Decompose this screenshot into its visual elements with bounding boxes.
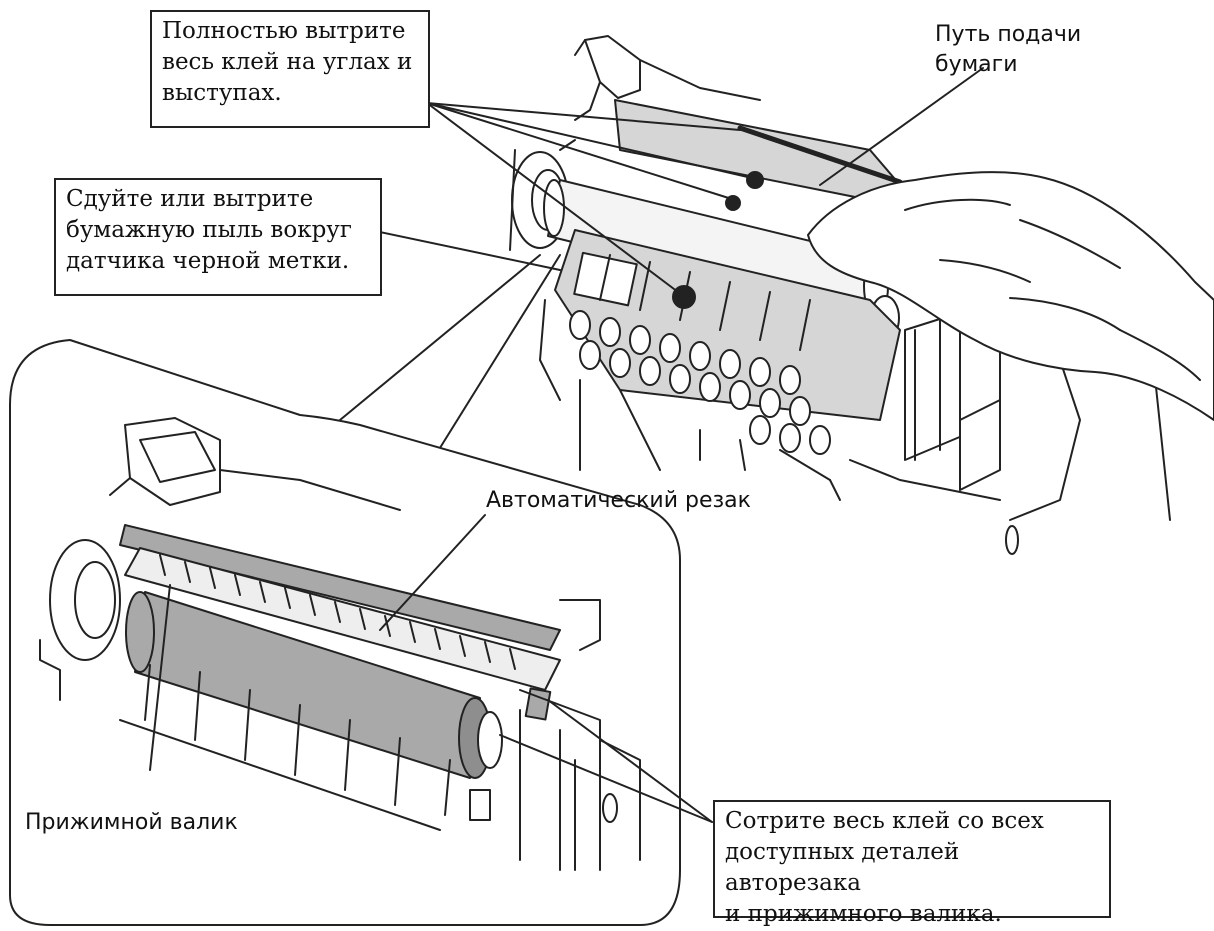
- callout-dust-sensor: Сдуйте или вытрите бумажную пыль вокруг …: [54, 178, 382, 296]
- label-auto-cutter: Автоматический резак: [486, 488, 751, 513]
- callout-wipe-all-glue: Сотрите весь клей со всех доступных дета…: [713, 800, 1111, 927]
- label-paper-path: Путь подачи бумаги: [935, 22, 1082, 77]
- leader-lines: [149, 67, 984, 823]
- upper-printer-view: [509, 35, 1171, 555]
- lower-zoomed-view: [39, 417, 641, 871]
- label-platen-roller: Прижимной валик: [25, 810, 238, 835]
- hand-with-cloth: [807, 171, 1214, 421]
- inset-frame: [339, 254, 561, 481]
- callout-wipe-corners: Полностью вытрите весь клей на углах и в…: [150, 10, 430, 128]
